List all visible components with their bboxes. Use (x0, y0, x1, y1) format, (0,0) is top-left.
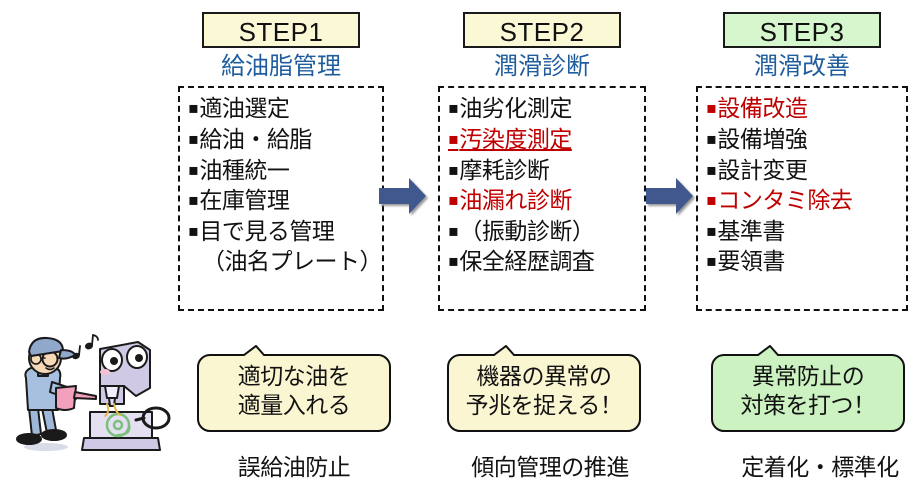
step-column-3: STEP3 潤滑改善 ▪設備改造 ▪設備増強 ▪設計変更 ▪コンタミ除去 ▪基準… (687, 0, 917, 312)
bullet-icon: ▪ (706, 159, 717, 179)
step-badge-3: STEP3 (723, 12, 881, 48)
step-caption-2: 傾向管理の推進 (471, 455, 629, 481)
list-item: ▪給油・給脂 (188, 125, 382, 156)
step-subtitle-1: 給油脂管理 (221, 52, 341, 80)
step-column-1: STEP1 給油脂管理 ▪適油選定 ▪給油・給脂 ▪油種統一 ▪在庫管理 ▪目で… (166, 0, 396, 312)
list-item: ▪（振動診断） (448, 217, 644, 248)
arrow-step2-to-step3-icon (646, 178, 693, 214)
step-subtitle-3: 潤滑改善 (754, 52, 850, 80)
list-item-label: （振動診断） (459, 218, 595, 245)
list-item: ▪油漏れ診断 (448, 186, 644, 217)
list-item: ▪在庫管理 (188, 186, 382, 217)
callout-line-2: 対策を打つ！ (740, 392, 877, 419)
list-item: （油名プレート） (202, 249, 383, 276)
step-caption-3: 定着化・標準化 (741, 455, 899, 481)
callout-line-2: 適量入れる (237, 392, 351, 419)
list-item-label: 摩耗診断 (459, 157, 550, 184)
step-item-box-1: ▪適油選定 ▪給油・給脂 ▪油種統一 ▪在庫管理 ▪目で見る管理 （油名プレート… (178, 86, 384, 312)
bullet-icon: ▪ (448, 159, 459, 179)
list-item: ▪要領書 (706, 247, 906, 278)
callout-bubble-1: 適切な油を 適量入れる (196, 345, 392, 433)
list-item: ▪適油選定 (188, 94, 382, 125)
list-item-label: 目で見る管理 (199, 218, 335, 245)
list-item-label: 油漏れ診断 (459, 188, 572, 215)
callout-line-1: 異常防止の (751, 364, 865, 390)
bullet-icon: ▪ (448, 220, 459, 240)
list-item: ▪コンタミ除去 (706, 186, 906, 217)
list-item: ▪油劣化測定 (448, 94, 644, 125)
step-item-box-2: ▪油劣化測定 ▪汚染度測定 ▪摩耗診断 ▪油漏れ診断 ▪（振動診断） ▪保全経歴… (438, 86, 646, 312)
callout-line-1: 機器の異常の (476, 364, 613, 390)
callout-bubble-text-2: 機器の異常の 予兆を捉える！ (446, 363, 642, 421)
list-item-label: 油劣化測定 (459, 96, 572, 123)
list-item: ▪油種統一 (188, 156, 382, 187)
callout-bubble-3: 異常防止の 対策を打つ！ (710, 345, 906, 433)
callout-bubble-text-1: 適切な油を 適量入れる (196, 363, 392, 421)
callout-bubble-shape-2 (447, 345, 641, 432)
callout-bubble-2: 機器の異常の 予兆を捉える！ (446, 345, 642, 433)
list-item-label: 適油選定 (199, 96, 290, 123)
step-badge-1: STEP1 (202, 12, 360, 48)
worker-oiling-machine-illustration (16, 334, 171, 451)
list-item-label: 汚染度測定 (459, 126, 572, 153)
callout-bubble-shape-1 (197, 345, 391, 432)
list-item: ▪設備増強 (706, 125, 906, 156)
list-item-label: 給油・給脂 (199, 126, 312, 153)
list-item-label: コンタミ除去 (717, 188, 853, 215)
list-item: ▪摩耗診断 (448, 156, 644, 187)
callout-bubble-shape-3 (711, 345, 905, 432)
list-item-label: 油種統一 (199, 157, 290, 184)
list-item: ▪設備改造 (706, 94, 906, 125)
bullet-icon: ▪ (706, 128, 717, 148)
arrow-step1-to-step2-icon (379, 178, 426, 214)
bullet-icon: ▪ (188, 98, 199, 118)
list-item: ▪保全経歴調査 (448, 247, 644, 278)
bullet-icon: ▪ (448, 98, 459, 118)
list-item-label: 設計変更 (717, 157, 808, 184)
callout-line-2: 予兆を捉える！ (465, 392, 623, 419)
bullet-icon: ▪ (188, 220, 199, 240)
bullet-icon: ▪ (448, 190, 459, 210)
step-caption-1: 誤給油防止 (237, 455, 351, 481)
step-column-2: STEP2 潤滑診断 ▪油劣化測定 ▪汚染度測定 ▪摩耗診断 ▪油漏れ診断 ▪（… (427, 0, 657, 312)
step-badge-2: STEP2 (463, 12, 621, 48)
bullet-icon: ▪ (188, 159, 199, 179)
list-item-label: 在庫管理 (199, 188, 290, 215)
step-item-box-3: ▪設備改造 ▪設備増強 ▪設計変更 ▪コンタミ除去 ▪基準書 ▪要領書 (696, 86, 908, 312)
callout-line-1: 適切な油を (237, 364, 351, 390)
bullet-icon: ▪ (188, 128, 199, 148)
list-item-label: 保全経歴調査 (459, 249, 595, 276)
bullet-icon: ▪ (448, 251, 459, 271)
list-item-label: 設備改造 (717, 96, 808, 123)
list-item: ▪汚染度測定 (448, 125, 644, 156)
bullet-icon: ▪ (448, 128, 459, 148)
bullet-icon: ▪ (706, 251, 717, 271)
bullet-icon: ▪ (706, 98, 717, 118)
bullet-icon: ▪ (706, 220, 717, 240)
callout-bubble-text-3: 異常防止の 対策を打つ！ (710, 363, 906, 421)
bullet-icon: ▪ (706, 190, 717, 210)
list-item-label: 要領書 (717, 249, 785, 276)
list-item: ▪目で見る管理 (188, 217, 382, 248)
list-item-label: 基準書 (717, 218, 785, 245)
list-item: ▪基準書 (706, 217, 906, 248)
bullet-icon: ▪ (188, 190, 199, 210)
list-item-label: 設備増強 (717, 126, 808, 153)
step-subtitle-2: 潤滑診断 (494, 52, 590, 80)
list-item: ▪設計変更 (706, 156, 906, 187)
